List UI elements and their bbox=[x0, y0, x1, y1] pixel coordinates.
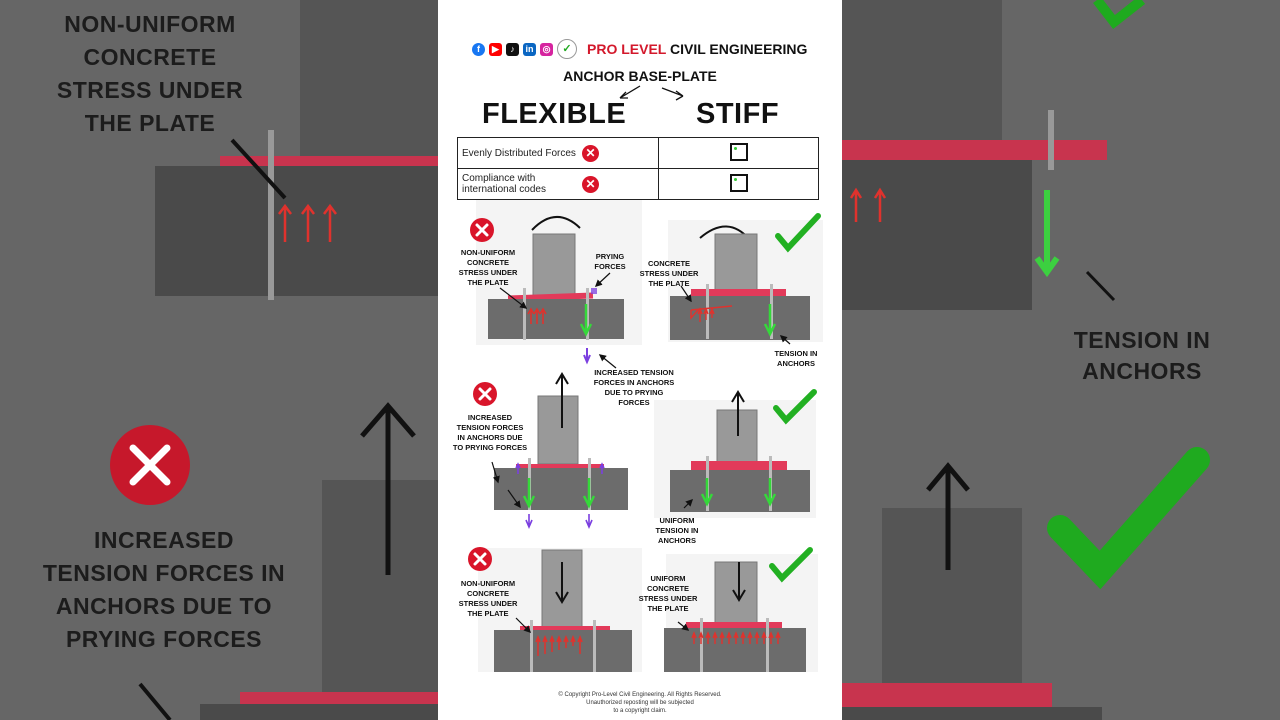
table-cell-stiff bbox=[658, 137, 819, 169]
background-right: TENSION IN ANCHORS bbox=[842, 0, 1280, 720]
tiktok-icon[interactable]: ♪ bbox=[506, 42, 519, 56]
tension-load-arrow bbox=[555, 372, 569, 428]
label-nonuniform-stress: NON-UNIFORM CONCRETE STRESS UNDER THE PL… bbox=[458, 248, 518, 287]
label-uniform-stress: UNIFORM CONCRETE STRESS UNDER THE PLATE bbox=[638, 574, 698, 613]
bg-anchor bbox=[268, 130, 274, 300]
brand-name: PRO LEVEL CIVIL ENGINEERING bbox=[587, 41, 808, 57]
diagram-flexible-1 bbox=[470, 200, 642, 369]
title-arrows bbox=[619, 85, 684, 101]
row-label: Compliance with international codes bbox=[462, 173, 546, 195]
label-concrete-stress: CONCRETE STRESS UNDER THE PLATE bbox=[639, 259, 699, 288]
bg-stress-arrows bbox=[278, 203, 337, 242]
comparison-table: Evenly Distributed Forces ✕ Compliance w… bbox=[457, 137, 819, 200]
table-row: Compliance with international codes ✕ bbox=[457, 168, 819, 200]
diagram-flexible-3 bbox=[468, 547, 642, 672]
youtube-icon[interactable]: ▶ bbox=[489, 42, 502, 56]
bg-column-2 bbox=[322, 480, 438, 720]
diagram-flexible-2 bbox=[473, 372, 628, 530]
footer-line-2: Unauthorized reposting will be subjected bbox=[586, 700, 694, 706]
check-icon bbox=[769, 547, 813, 583]
checkbox-icon bbox=[729, 142, 748, 161]
moment-arc bbox=[531, 216, 581, 231]
brand-header: f ▶ ♪ in ◎ ✓ PRO LEVEL CIVIL ENGINEERING bbox=[472, 39, 842, 59]
check-icon bbox=[773, 389, 817, 425]
tension-arrow bbox=[579, 304, 593, 337]
bg-check-icon bbox=[1047, 447, 1210, 590]
nonuniform-stress-arrows bbox=[535, 634, 583, 656]
bg-pointer-arrow bbox=[230, 138, 287, 200]
table-cell-stiff bbox=[658, 168, 819, 200]
footer-line-3: to a copyright claim. bbox=[613, 708, 667, 714]
label-increased-tension-1: INCREASED TENSION FORCES IN ANCHORS DUE … bbox=[593, 368, 675, 407]
cross-icon: ✕ bbox=[582, 175, 599, 193]
table-row: Evenly Distributed Forces ✕ bbox=[457, 137, 819, 169]
instagram-icon[interactable]: ◎ bbox=[540, 42, 553, 56]
footer-line-1: © Copyright Pro-Level Civil Engineering.… bbox=[558, 692, 722, 698]
label-prying-forces: PRYING FORCES bbox=[594, 252, 626, 271]
steel-column bbox=[532, 233, 576, 297]
linkedin-icon[interactable]: in bbox=[523, 42, 536, 56]
label-tension-anchors: TENSION IN ANCHORS bbox=[774, 349, 818, 368]
table-cell-flexible: Evenly Distributed Forces ✕ bbox=[457, 137, 659, 169]
diagram-stiff-2 bbox=[654, 389, 817, 518]
arrow-to-flexible bbox=[619, 85, 641, 99]
stress-arrows bbox=[527, 307, 547, 324]
cross-icon: ✕ bbox=[582, 144, 599, 162]
flexible-heading: FLEXIBLE bbox=[482, 98, 627, 130]
diagram-stiff-1 bbox=[668, 213, 823, 345]
bg-text-tension: TENSION IN ANCHORS bbox=[1073, 327, 1211, 384]
check-icon bbox=[775, 213, 821, 253]
bg-green-arrow bbox=[1034, 190, 1060, 278]
copyright-footer: © Copyright Pro-Level Civil Engineering.… bbox=[438, 691, 842, 715]
facebook-icon[interactable]: f bbox=[472, 42, 485, 56]
background-right-illustration bbox=[842, 0, 1210, 720]
diagram-stiff-3 bbox=[664, 547, 818, 672]
label-nonuniform-stress-2: NON-UNIFORM CONCRETE STRESS UNDER THE PL… bbox=[458, 579, 518, 618]
table-cell-flexible: Compliance with international codes ✕ bbox=[457, 168, 659, 200]
prying-arrows bbox=[591, 288, 597, 294]
concrete-block bbox=[488, 299, 624, 339]
label-increased-tension-2: INCREASED TENSION FORCES IN ANCHORS DUE … bbox=[452, 413, 528, 452]
bg-column bbox=[300, 0, 438, 160]
stress-triangle bbox=[690, 305, 733, 320]
row-label: Evenly Distributed Forces bbox=[462, 147, 576, 159]
infographic-panel: f ▶ ♪ in ◎ ✓ PRO LEVEL CIVIL ENGINEERING… bbox=[438, 0, 842, 720]
bg-up-arrow bbox=[360, 402, 416, 575]
bg-concrete bbox=[155, 166, 438, 296]
diagrams-svg bbox=[468, 200, 823, 672]
page-title: ANCHOR BASE-PLATE bbox=[563, 68, 717, 84]
background-left: NON-UNIFORM CONCRETE STRESS UNDER THE PL… bbox=[0, 0, 438, 720]
bg-text-stress: NON-UNIFORM CONCRETE STRESS UNDER THE PL… bbox=[56, 11, 244, 136]
arrow-to-stiff bbox=[661, 87, 684, 101]
logo-icon: ✓ bbox=[557, 39, 577, 59]
label-uniform-tension: UNIFORM TENSION IN ANCHORS bbox=[655, 516, 699, 545]
checkbox-icon bbox=[729, 173, 748, 192]
stiff-heading: STIFF bbox=[696, 98, 780, 130]
background-left-illustration bbox=[110, 0, 438, 720]
bg-plate bbox=[220, 156, 438, 166]
bg-text-increased: INCREASED TENSION FORCES IN ANCHORS DUE … bbox=[42, 527, 286, 652]
bg-right-stress-arrows bbox=[849, 187, 887, 222]
compression-load-arrow bbox=[555, 562, 569, 604]
uniform-stress-arrows bbox=[691, 631, 781, 644]
